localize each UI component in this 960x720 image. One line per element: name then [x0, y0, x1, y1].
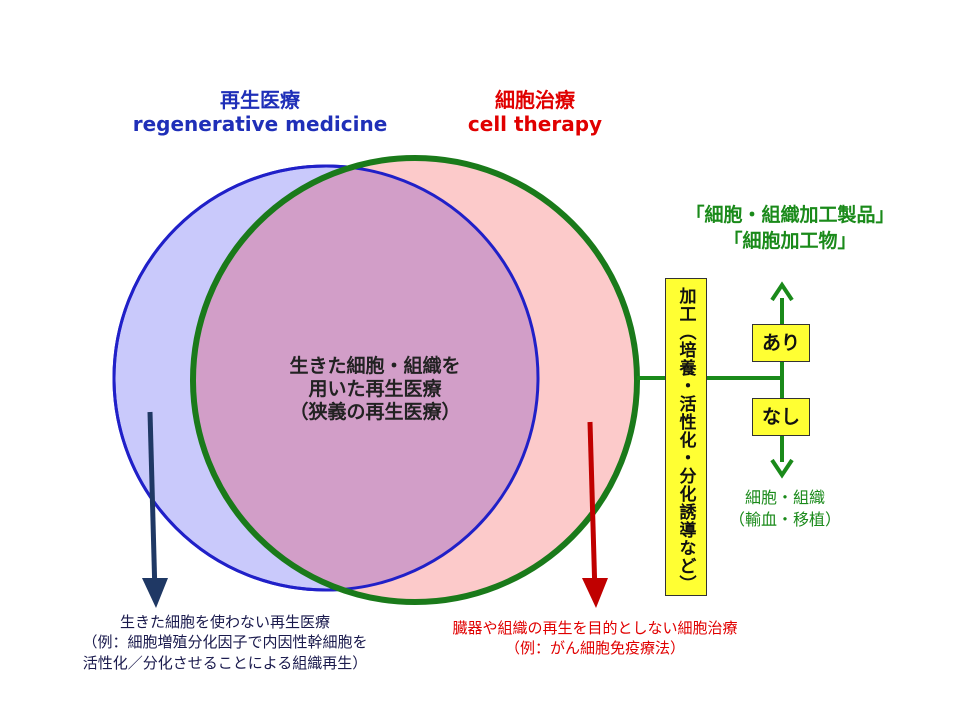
tissue-line-1: 細胞・組織: [744, 488, 825, 507]
right-outcome-line-2: （例：がん細胞免疫療法）: [504, 639, 685, 658]
right-outcome-line-1: 臓器や組織の再生を目的としない細胞治療: [452, 619, 738, 637]
process-label: 加工（培養・活性化・分化誘導など）: [675, 287, 696, 593]
overlap-label: 生きた細胞・組織を 用いた再生医療 （狭義の再生医療）: [230, 355, 520, 423]
overlap-line-2: 用いた再生医療: [308, 377, 442, 400]
overlap-line-3: （狭義の再生医療）: [289, 400, 461, 423]
cell-therapy-label: 細胞治療 cell therapy: [370, 88, 700, 136]
up-arrow-head: [770, 281, 794, 302]
cell-therapy-title-ja: 細胞治療: [495, 88, 575, 112]
no-box: なし: [752, 398, 810, 436]
left-outcome-label: 生きた細胞を使わない再生医療 （例：細胞増殖分化因子で内因性幹細胞を 活性化／分…: [30, 612, 420, 673]
products-line-1: 「細胞・組織加工製品」: [685, 204, 895, 226]
yes-box: あり: [752, 324, 810, 362]
left-arrow-head: [142, 578, 168, 608]
cell-therapy-title-en: cell therapy: [467, 112, 603, 136]
right-down-arrow: [587, 421, 598, 595]
regen-medicine-label: 再生医療 regenerative medicine: [60, 88, 460, 136]
regen-medicine-title-en: regenerative medicine: [132, 112, 388, 136]
overlap-line-1: 生きた細胞・組織を: [289, 355, 461, 377]
products-line-2: 「細胞加工物」: [723, 229, 857, 252]
process-box: 加工（培養・活性化・分化誘導など）: [665, 278, 707, 596]
left-outcome-line-2: （例：細胞増殖分化因子で内因性幹細胞を: [82, 633, 368, 652]
products-label: 「細胞・組織加工製品」 「細胞加工物」: [640, 203, 940, 254]
tissue-line-2: （輸血・移植）: [728, 509, 841, 529]
left-down-arrow: [147, 411, 158, 595]
tissue-label: 細胞・組織 （輸血・移植）: [720, 487, 850, 530]
regen-medicine-title-ja: 再生医療: [220, 88, 300, 112]
right-outcome-label: 臓器や組織の再生を目的としない細胞治療 （例：がん細胞免疫療法）: [405, 618, 785, 659]
left-outcome-line-3: 活性化／分化させることによる組織再生）: [82, 653, 368, 672]
left-outcome-line-1: 生きた細胞を使わない再生医療: [119, 613, 330, 631]
right-arrow-head: [582, 578, 608, 608]
regen-medicine-outline: [112, 164, 540, 592]
down-arrow-head: [770, 458, 794, 479]
